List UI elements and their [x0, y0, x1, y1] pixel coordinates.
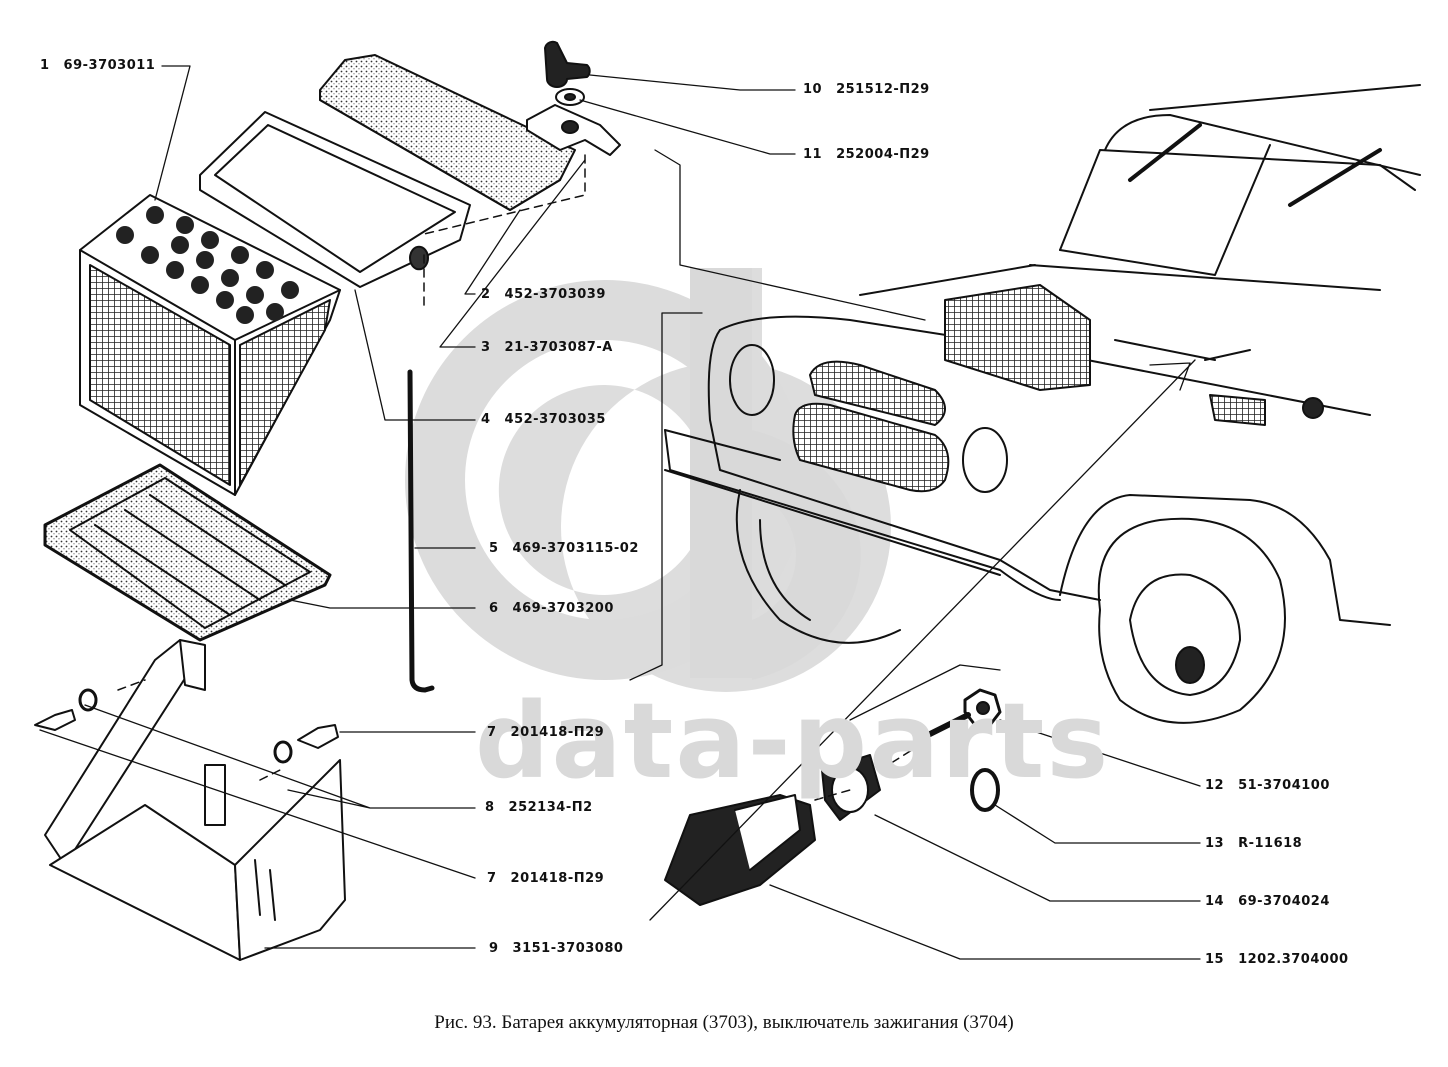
- callout-label: 8 252134-П2: [485, 800, 593, 815]
- figure-caption: Рис. 93. Батарея аккумуляторная (3703), …: [434, 1012, 1014, 1033]
- retaining-nut: [821, 754, 881, 821]
- battery-gasket-frame: [199, 111, 471, 288]
- ignition-key: [919, 688, 1002, 741]
- hold-down-rod: [407, 369, 435, 693]
- part-number: 21-3703087-A: [504, 340, 613, 355]
- part-number: 201418-П29: [510, 725, 605, 740]
- callout-label: 13 R-11618: [1205, 836, 1302, 851]
- callout-number: 11: [803, 147, 823, 162]
- callout-number: 12: [1205, 778, 1225, 793]
- callout-label: 6 469-3703200: [489, 601, 614, 616]
- callout-label: 7 201418-П29: [487, 871, 604, 886]
- callout-label: 1 69-3703011: [40, 58, 155, 73]
- callout-label: 15 1202.3704000: [1205, 952, 1349, 967]
- callout-number: 4: [481, 412, 491, 427]
- battery-cover: [319, 54, 576, 211]
- part-number: 3151-3703080: [512, 941, 624, 956]
- part-number: 69-3703011: [63, 58, 156, 73]
- callout-label: 14 69-3704024: [1205, 894, 1330, 909]
- callout-label: 12 51-3704100: [1205, 778, 1330, 793]
- callout-label: 10 251512-П29: [803, 82, 930, 97]
- dp-logo-icon: [405, 268, 891, 693]
- part-number: 469-3703115-02: [512, 541, 639, 556]
- part-number: 251512-П29: [836, 82, 930, 97]
- callout-number: 14: [1205, 894, 1225, 909]
- callout-number: 15: [1205, 952, 1225, 967]
- clamp-bracket: [526, 104, 621, 156]
- wing-nut: [544, 40, 591, 88]
- battery-tray: [43, 463, 332, 642]
- spring-washer: [78, 688, 293, 764]
- washer: [555, 88, 585, 106]
- callout-number: 2: [481, 287, 491, 302]
- callout-number: 9: [489, 941, 499, 956]
- callout-label: 5 469-3703115-02: [489, 541, 639, 556]
- callout-number: 3: [481, 340, 491, 355]
- callout-number: 7: [487, 871, 497, 886]
- bolt: [34, 709, 339, 749]
- callout-label: 2 452-3703039: [481, 287, 606, 302]
- part-number: 1202.3704000: [1238, 952, 1349, 967]
- assembly-lines: [117, 154, 921, 801]
- part-number: 469-3703200: [512, 601, 614, 616]
- part-number: 69-3704024: [1238, 894, 1330, 909]
- callout-number: 7: [487, 725, 497, 740]
- callout-number: 13: [1205, 836, 1225, 851]
- vehicle-front: [664, 84, 1421, 724]
- part-number: 201418-П29: [510, 871, 605, 886]
- battery-box-bracket: [44, 639, 346, 961]
- callout-label: 9 3151-3703080: [489, 941, 623, 956]
- ignition-switch: [664, 794, 816, 906]
- battery: [79, 194, 341, 496]
- callout-number: 1: [40, 58, 50, 73]
- callout-label: 11 252004-П29: [803, 147, 930, 162]
- leader-lines: [39, 65, 1201, 960]
- part-number: R-11618: [1238, 836, 1303, 851]
- callout-label: 3 21-3703087-A: [481, 340, 613, 355]
- watermark-text: data-parts: [475, 680, 1111, 802]
- part-number: 51-3704100: [1238, 778, 1330, 793]
- rubber-ring: [970, 768, 1000, 812]
- callout-number: 6: [489, 601, 499, 616]
- part-number: 252134-П2: [508, 800, 593, 815]
- callout-number: 8: [485, 800, 495, 815]
- callout-label: 7 201418-П29: [487, 725, 604, 740]
- callout-number: 10: [803, 82, 823, 97]
- part-number: 252004-П29: [836, 147, 930, 162]
- part-number: 452-3703035: [504, 412, 606, 427]
- callout-label: 4 452-3703035: [481, 412, 606, 427]
- part-number: 452-3703039: [504, 287, 606, 302]
- callout-number: 5: [489, 541, 499, 556]
